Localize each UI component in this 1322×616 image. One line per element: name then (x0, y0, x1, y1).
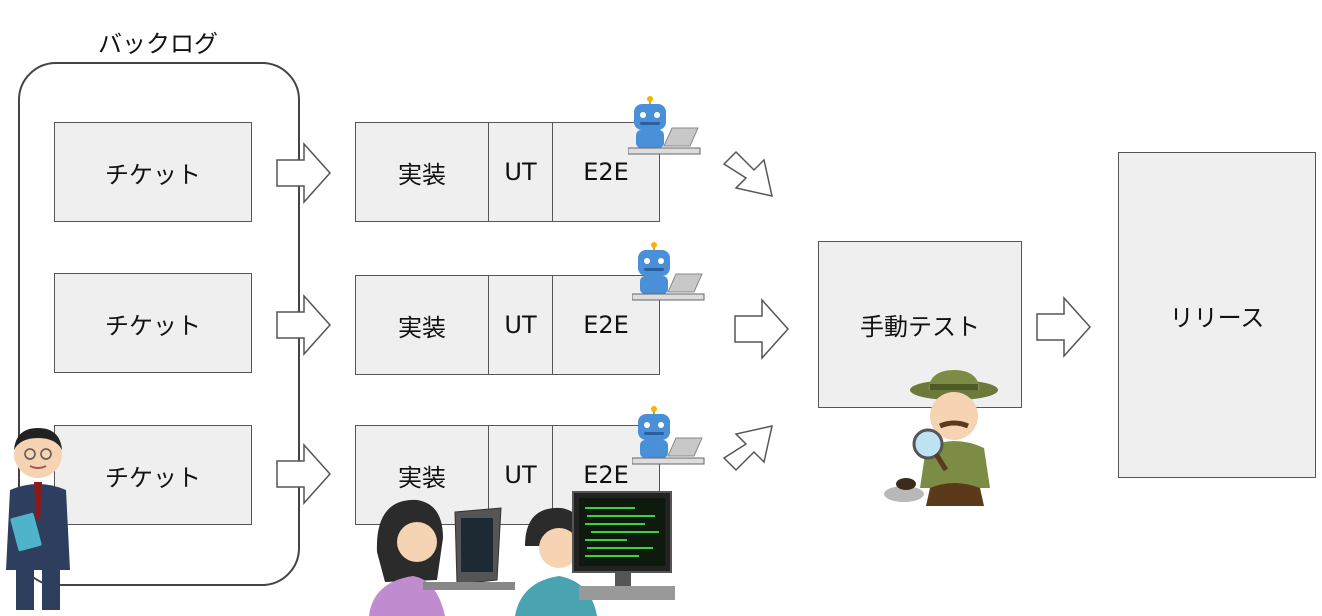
arrow-right-5 (1036, 296, 1092, 358)
impl-cell: 実装 (356, 276, 489, 374)
arrow-up-right (722, 425, 773, 472)
arrow-down-right (722, 150, 773, 197)
release-box: リリース (1118, 152, 1316, 478)
ticket-3: チケット (54, 425, 252, 525)
ut-cell: UT (489, 123, 553, 221)
e2e-cell: E2E (583, 311, 629, 339)
arrow-right-1 (276, 142, 332, 204)
businessman-icon (6, 428, 70, 610)
ut-cell: UT (489, 426, 553, 524)
manual-test-box: 手動テスト (818, 241, 1022, 408)
ut-cell: UT (489, 276, 553, 374)
robot-icon (628, 96, 701, 155)
arrow-right-2 (276, 294, 332, 356)
arrow-right-3 (276, 443, 332, 505)
task-row-2: 実装 UT E2E (355, 275, 660, 375)
ticket-1: チケット (54, 122, 252, 222)
e2e-cell: E2E (583, 461, 629, 489)
impl-cell: 実装 (356, 123, 489, 221)
backlog-title: バックログ (98, 30, 218, 58)
inspector-icon (884, 370, 998, 506)
arrow-right-4 (734, 298, 790, 360)
e2e-cell: E2E (583, 158, 629, 186)
developers-icon (369, 491, 675, 616)
task-row-1: 実装 UT E2E (355, 122, 660, 222)
impl-cell: 実装 (356, 426, 489, 524)
robot-icon (632, 242, 705, 301)
robot-icon (632, 406, 705, 465)
ticket-2: チケット (54, 273, 252, 373)
